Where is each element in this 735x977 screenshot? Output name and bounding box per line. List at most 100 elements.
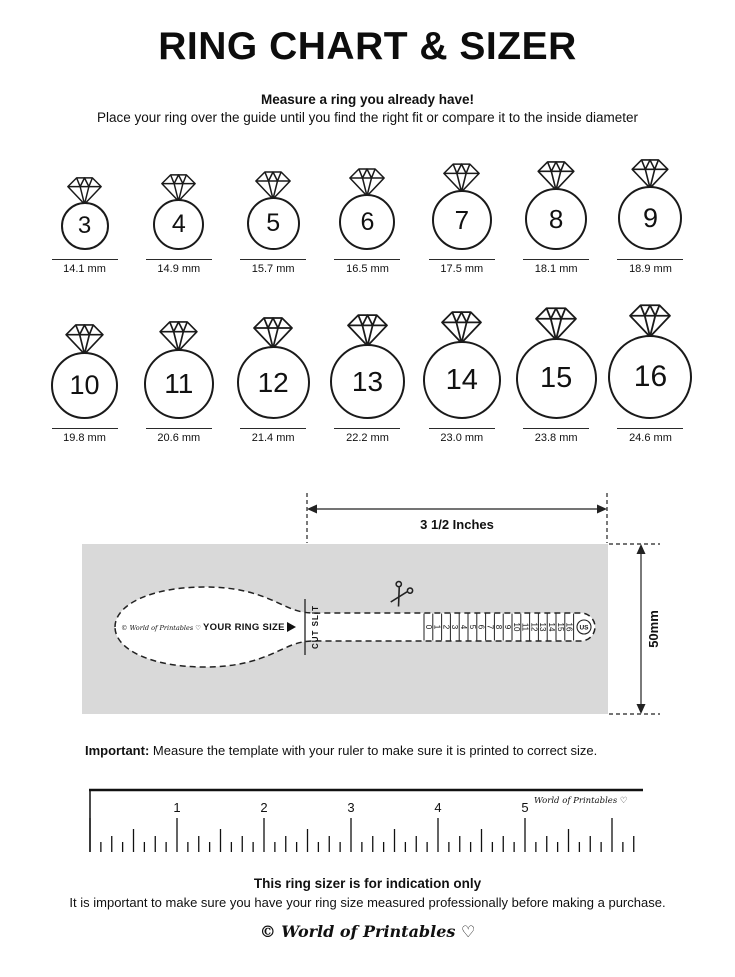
ring-underline xyxy=(240,259,307,261)
ring-diameter-label: 17.5 mm xyxy=(440,263,484,276)
diamond-icon xyxy=(631,159,670,190)
ring-sizer-template: 3 1/2 Inches CUT SLIT © World of Printab… xyxy=(82,493,661,715)
ring-diameter-label: 18.1 mm xyxy=(534,263,578,276)
diamond-icon xyxy=(65,324,104,356)
ring-size-7: 7 17.5 mm xyxy=(417,163,507,278)
scissors-icon xyxy=(390,581,414,607)
ring-underline xyxy=(240,428,307,430)
diamond-icon xyxy=(537,161,575,192)
svg-text:2: 2 xyxy=(260,800,267,815)
svg-text:1: 1 xyxy=(433,625,442,630)
ring-circle: 5 xyxy=(246,197,300,251)
svg-text:9: 9 xyxy=(503,625,512,630)
svg-text:13: 13 xyxy=(538,623,547,632)
intro-heading: Measure a ring you already have! xyxy=(260,91,475,107)
diamond-icon xyxy=(67,177,102,206)
ring-circle: 3 xyxy=(60,202,109,251)
ring-diameter-label: 24.6 mm xyxy=(629,432,672,445)
ring-diameter-label: 18.9 mm xyxy=(629,263,672,276)
ring-diameter-label: 20.6 mm xyxy=(157,432,201,445)
ruler-brand: World of Printables ♡ xyxy=(534,796,628,806)
ring-underline xyxy=(523,428,590,430)
diamond-icon xyxy=(629,304,672,338)
ring-size-5: 5 15.7 mm xyxy=(228,171,318,278)
svg-text:4: 4 xyxy=(434,800,441,815)
important-text: Measure the template with your ruler to … xyxy=(152,743,598,759)
ring-circle: 6 xyxy=(339,194,396,251)
ring-circle: 12 xyxy=(236,346,310,420)
diamond-icon xyxy=(255,171,292,201)
ring-diameter-label: 16.5 mm xyxy=(346,263,389,276)
height-dimension xyxy=(609,543,660,715)
ring-underline xyxy=(617,259,684,261)
diamond-icon xyxy=(443,163,481,193)
ring-size-12: 12 21.4 mm xyxy=(228,317,318,447)
footer-logo: © World of Printables ♡ xyxy=(259,922,476,942)
ring-circle: 8 xyxy=(525,188,588,251)
ring-diameter-label: 22.2 mm xyxy=(346,432,389,445)
footer-heading: This ring sizer is for indication only xyxy=(253,876,482,892)
footer-text: It is important to make sure you have yo… xyxy=(69,895,666,911)
ring-underline xyxy=(334,259,401,261)
ruler-ticks xyxy=(89,818,635,853)
svg-text:12: 12 xyxy=(529,623,538,632)
ring-circle: 9 xyxy=(618,186,683,251)
svg-text:5: 5 xyxy=(521,800,528,815)
ring-size-3: 3 14.1 mm xyxy=(40,177,130,278)
svg-text:15: 15 xyxy=(556,623,565,632)
width-dimension-label: 3 1/2 Inches xyxy=(420,517,494,532)
ring-circle: 10 xyxy=(51,352,118,420)
ring-diameter-label: 14.1 mm xyxy=(63,263,106,276)
svg-text:7: 7 xyxy=(485,625,494,630)
ring-underline xyxy=(145,428,212,430)
ring-underline xyxy=(428,428,495,430)
ring-circle: 16 xyxy=(608,335,693,420)
width-dimension xyxy=(306,493,608,544)
ring-diameter-label: 15.7 mm xyxy=(251,263,295,276)
ring-diameter-label: 19.8 mm xyxy=(63,432,106,445)
ring-diameter-label: 23.8 mm xyxy=(534,432,578,445)
diamond-icon xyxy=(161,174,197,203)
svg-text:6: 6 xyxy=(477,625,486,630)
svg-text:1: 1 xyxy=(173,800,180,815)
svg-text:2: 2 xyxy=(441,625,450,630)
ring-circle: 7 xyxy=(431,190,492,251)
svg-text:4: 4 xyxy=(459,625,468,630)
ring-circle: 4 xyxy=(153,199,205,251)
important-note: Important: Measure the template with you… xyxy=(85,743,735,758)
svg-text:5: 5 xyxy=(468,625,477,630)
ring-circle: 13 xyxy=(329,344,405,420)
diamond-icon xyxy=(253,317,294,350)
diamond-icon xyxy=(349,168,386,198)
arrow-left-icon xyxy=(307,504,317,514)
ring-size-13: 13 22.2 mm xyxy=(322,314,412,447)
ring-chart-page: RING CHART & SIZER Measure a ring you al… xyxy=(0,25,735,977)
arrow-right-icon xyxy=(597,504,607,514)
sizer-cutout-shape xyxy=(114,586,596,669)
diamond-icon xyxy=(347,314,388,348)
us-unit-label: US xyxy=(579,625,589,632)
sizer-brand: © World of Printables ♡ xyxy=(121,624,201,632)
ring-size-9: 9 18.9 mm xyxy=(605,159,695,278)
height-dimension-label: 50mm xyxy=(646,611,661,649)
diamond-icon xyxy=(159,321,199,353)
diamond-icon xyxy=(535,307,577,341)
ring-underline xyxy=(428,259,495,261)
ring-underline xyxy=(523,259,590,261)
diamond-icon xyxy=(441,311,483,345)
ring-size-10: 10 19.8 mm xyxy=(40,324,130,447)
cut-slit-label: CUT SLIT xyxy=(311,605,320,649)
arrow-down-icon xyxy=(636,704,646,715)
svg-text:10: 10 xyxy=(512,623,521,632)
ring-diameter-label: 21.4 mm xyxy=(251,432,295,445)
arrow-up-icon xyxy=(636,544,646,555)
us-unit-circle xyxy=(576,619,592,635)
